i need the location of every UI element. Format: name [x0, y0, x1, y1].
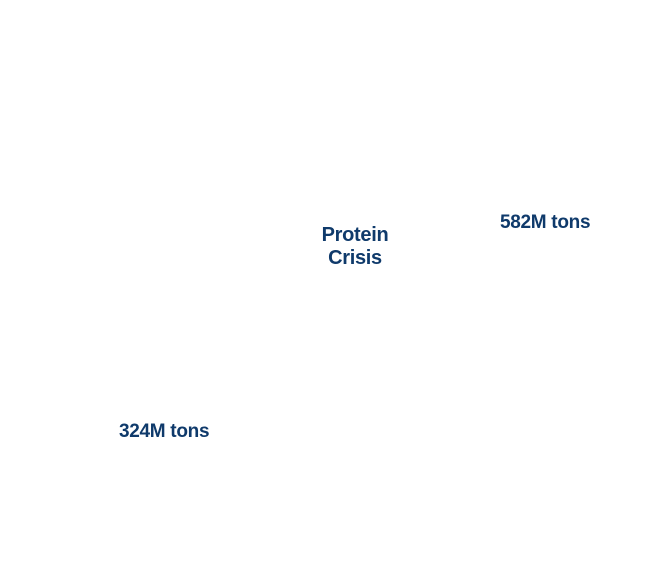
center-title-line-1: Protein [321, 224, 389, 246]
center-title-line-2: Crisis [328, 247, 382, 269]
value-label-top-right: 582M tons [500, 212, 591, 233]
center-title: Protein Crisis [305, 224, 405, 270]
value-label-bottom-left: 324M tons [119, 421, 210, 442]
